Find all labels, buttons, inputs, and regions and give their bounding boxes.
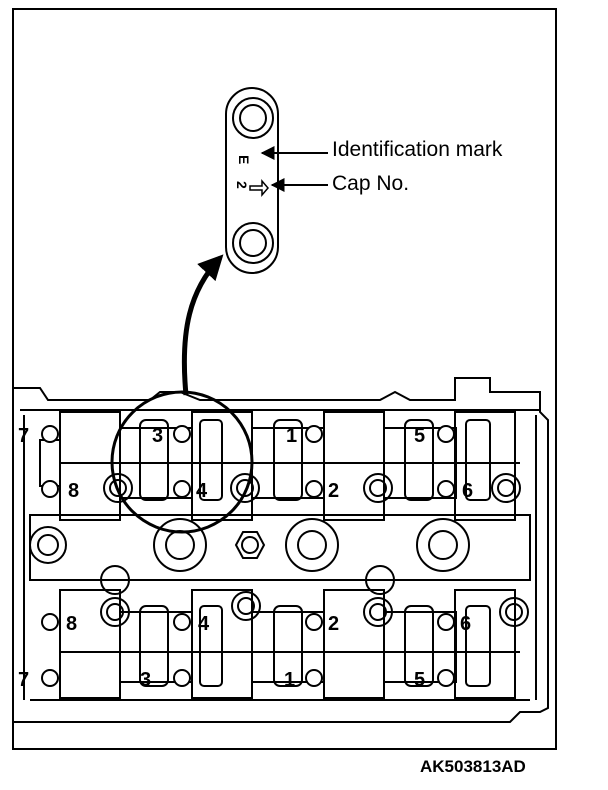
cap-no-label: Cap No. [332,172,410,195]
detail-highlight-circle [110,390,254,534]
seq-number: 6 [462,480,473,502]
figure-code: AK503813AD [420,757,526,776]
seq-number: 2 [328,613,339,635]
tightening-sequence-numbers: 7 3 1 5 8 4 2 6 8 4 2 6 7 3 1 5 [18,425,473,691]
cap-direction-arrow-icon [249,178,269,198]
lower-camshaft [59,589,529,699]
seq-number: 8 [68,480,79,502]
seq-number: 7 [18,425,29,447]
seq-number: 3 [152,425,163,447]
seq-number: 5 [414,425,425,447]
seq-number: 4 [196,480,208,502]
cap-number-glyph: 2 [234,181,250,189]
seq-number: 1 [286,425,297,447]
center-section [29,514,531,595]
seq-number: 1 [284,669,295,691]
cap-bolts [41,425,455,687]
identification-mark-glyph: E [236,155,252,164]
cap-marks: E 2 [234,155,252,189]
seq-number: 6 [460,613,471,635]
seq-number: 4 [198,613,210,635]
seq-number: 3 [140,669,151,691]
seq-number: 7 [18,669,29,691]
identification-mark-label: Identification mark [332,138,503,161]
bearing-cap-detail [225,87,279,274]
detail-pointer-arrow [181,254,224,396]
seq-number: 8 [66,613,77,635]
seq-number: 5 [414,669,425,691]
seq-number: 2 [328,480,339,502]
figure-frame [12,8,557,750]
